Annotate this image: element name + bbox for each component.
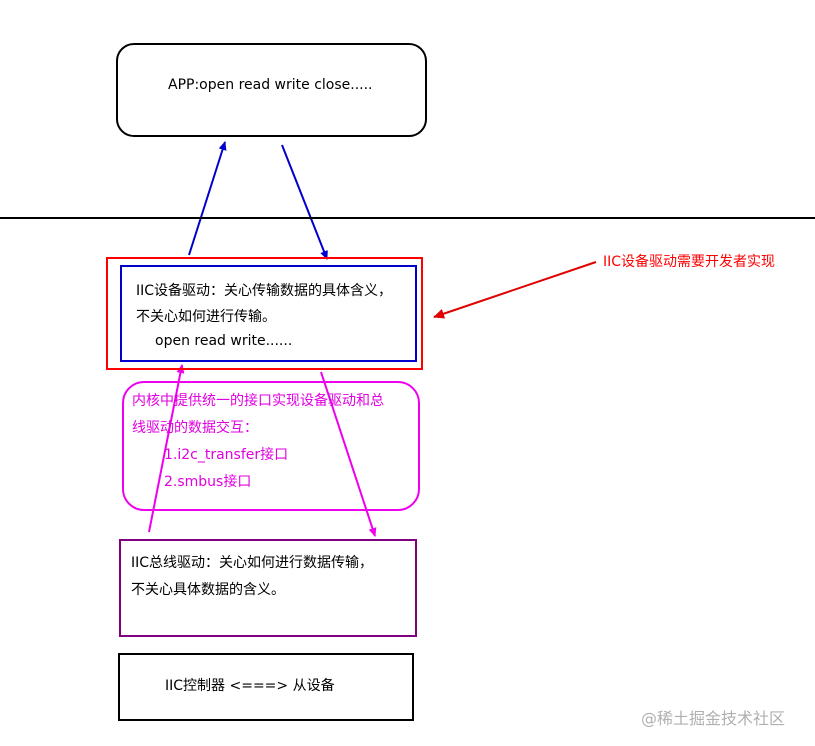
- app-layer-box: [116, 43, 427, 137]
- user-kernel-divider: [0, 217, 815, 219]
- controller-label: IIC控制器 <===> 从设备: [165, 678, 335, 694]
- kernel-interface-box: [122, 381, 420, 511]
- kernel-interface-line-1: 内核中提供统一的接口实现设备驱动和总: [132, 393, 384, 409]
- arrow-app-to-device: [281, 144, 328, 260]
- bus-driver-line-2: 不关心具体数据的含义。: [131, 582, 285, 598]
- arrow-device-to-bus: [320, 371, 377, 537]
- device-driver-line-2: 不关心如何进行传输。: [136, 309, 276, 325]
- kernel-interface-item-1: 1.i2c_transfer接口: [164, 447, 289, 463]
- bus-driver-line-1: IIC总线驱动：关心如何进行数据传输，: [131, 555, 374, 571]
- device-driver-box: [120, 265, 417, 362]
- app-layer-label: APP:open read write close.....: [168, 77, 373, 93]
- device-driver-outer-box: [106, 257, 423, 370]
- device-driver-line-1: IIC设备驱动：关心传输数据的具体含义，: [136, 283, 393, 299]
- device-driver-annotation: IIC设备驱动需要开发者实现: [603, 254, 776, 270]
- arrow-bus-to-device: [148, 364, 185, 533]
- bus-driver-box: [119, 539, 417, 637]
- kernel-interface-line-2: 线驱动的数据交互：: [132, 420, 258, 436]
- arrow-note-to-device: [433, 261, 597, 319]
- arrow-device-to-app: [188, 141, 227, 256]
- watermark: @稀土掘金技术社区: [641, 709, 786, 728]
- kernel-interface-item-2: 2.smbus接口: [164, 474, 252, 490]
- device-driver-line-3: open read write......: [155, 333, 293, 349]
- controller-box: [118, 653, 414, 721]
